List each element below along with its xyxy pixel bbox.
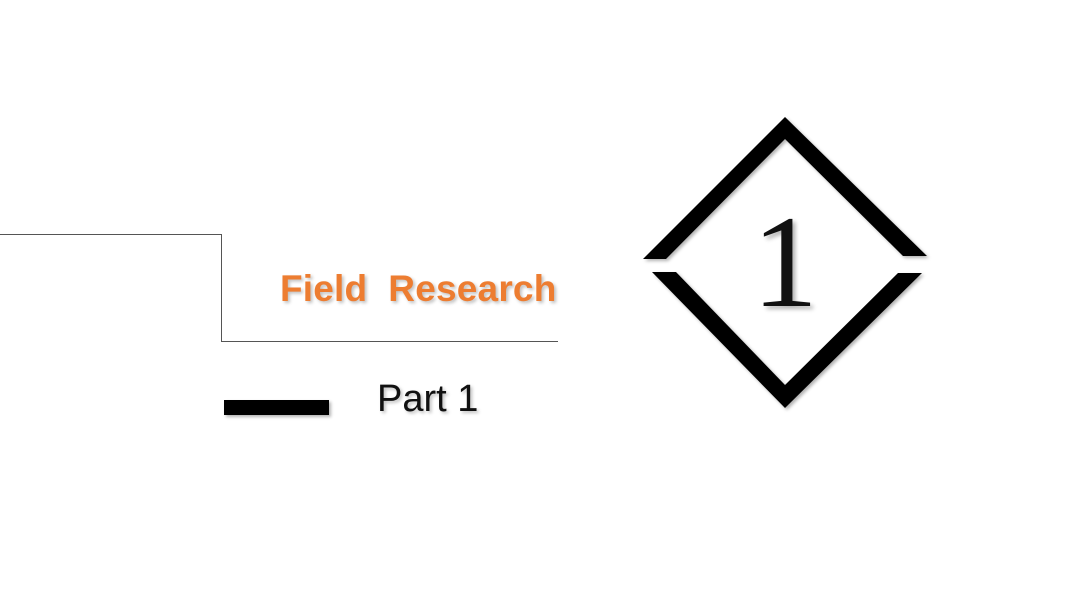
slide-title: Field Research <box>280 268 557 309</box>
diamond-upper-chevron <box>643 117 927 259</box>
divider-line-bottom <box>221 341 558 342</box>
section-number: 1 <box>752 188 818 335</box>
part-label: Part 1 <box>377 378 479 420</box>
diamond-lower-chevron <box>652 272 922 408</box>
divider-line-top <box>0 234 222 235</box>
divider-line-vertical <box>221 234 222 342</box>
accent-bar <box>224 400 329 415</box>
